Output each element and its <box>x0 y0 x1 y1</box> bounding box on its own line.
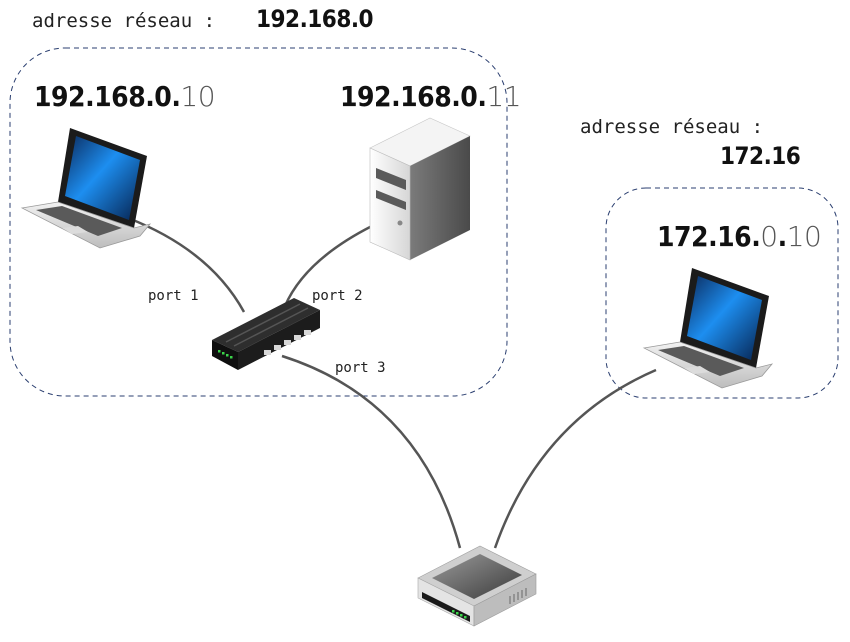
router-icon <box>417 545 537 627</box>
port-2-label: port 2 <box>312 288 363 304</box>
switch-icon <box>212 298 320 370</box>
ip-host: 11 <box>486 80 522 113</box>
cable-server-switch <box>283 224 373 307</box>
zone-network-172 <box>605 187 839 399</box>
server-ip-address: 192.168.0.11 <box>340 80 522 113</box>
cable-router-laptop2 <box>493 368 657 549</box>
ip-prefix: 192.168.0. <box>34 80 181 113</box>
laptop-ip-address: 172.16.0.10 <box>657 220 822 253</box>
network-address-label: adresse réseau : <box>580 116 764 138</box>
zone-network-192 <box>9 47 508 397</box>
ip-prefix: 192.168.0. <box>340 80 487 113</box>
laptop-icon <box>20 128 152 249</box>
laptop-icon <box>642 268 774 389</box>
network-address-value: 192.168.0 <box>256 5 374 33</box>
port-3-label: port 3 <box>335 360 386 376</box>
network-address-label: adresse réseau : <box>32 10 216 32</box>
cables <box>127 216 657 549</box>
ip-host: 10 <box>786 220 822 253</box>
ip-subnet: 0 <box>760 220 778 253</box>
network-address-value: 172.16 <box>720 142 801 170</box>
ip-host: 10 <box>180 80 216 113</box>
server-icon <box>369 117 471 261</box>
port-1-label: port 1 <box>148 288 199 304</box>
ip-prefix: 172.16. <box>657 220 761 253</box>
laptop-ip-address: 192.168.0.10 <box>34 80 216 113</box>
ip-dot: . <box>777 220 788 253</box>
cable-switch-router <box>281 354 462 549</box>
